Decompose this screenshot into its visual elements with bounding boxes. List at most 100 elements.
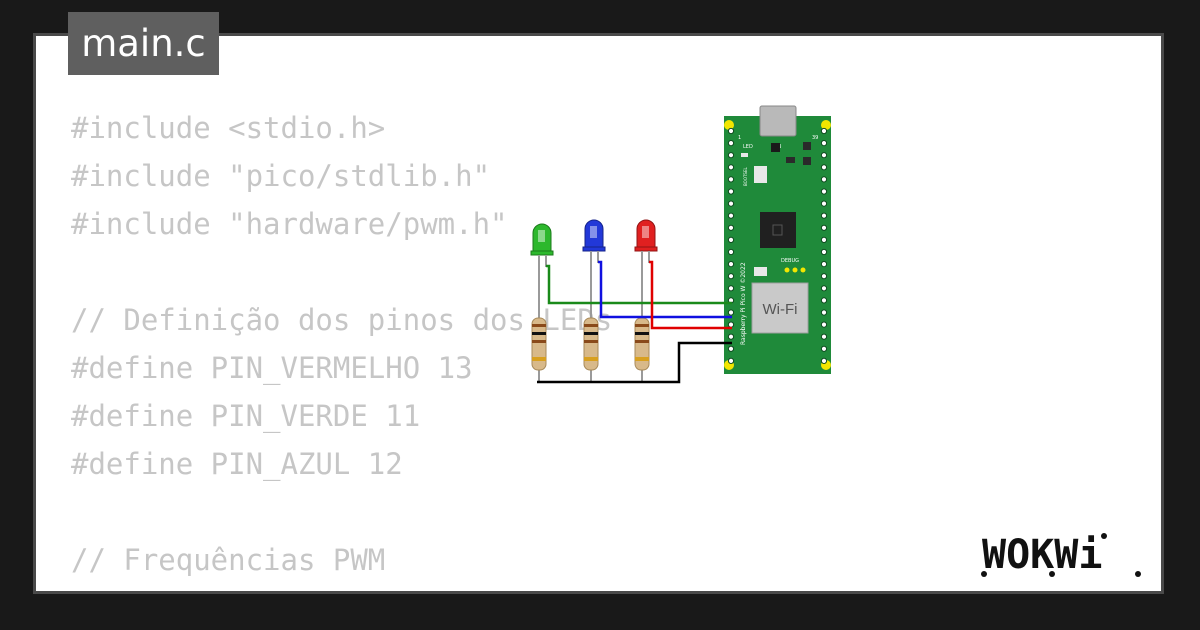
pin-hole[interactable] [727, 345, 735, 352]
code-line: #define PIN_VERDE 11 [71, 399, 421, 433]
pin-hole[interactable] [820, 321, 828, 328]
pin-hole[interactable] [727, 236, 735, 243]
red-led-highlight [642, 226, 649, 238]
pin-hole[interactable] [820, 273, 828, 280]
pin-hole[interactable] [820, 176, 828, 183]
red-led-body [636, 219, 656, 251]
red-led-flange [634, 246, 658, 252]
green-led[interactable] [530, 223, 554, 319]
pin-hole[interactable] [820, 357, 828, 364]
pin-hole[interactable] [820, 127, 828, 135]
debug-pin [784, 267, 790, 273]
mount-hole [821, 120, 831, 130]
pin-hole[interactable] [820, 224, 828, 231]
pin-hole[interactable] [727, 224, 735, 231]
raspberry-logo [772, 224, 783, 236]
resistor-green[interactable] [531, 317, 547, 382]
pin-hole[interactable] [820, 188, 828, 195]
pico-w-board[interactable]: 1 39 LED USB BOOTSEL DEBUG Raspberry Pi … [724, 105, 831, 374]
resistor-band [532, 324, 546, 327]
pin-hole[interactable] [727, 261, 735, 268]
rp2040-chip [760, 212, 796, 248]
preview-card: #include <stdio.h>#include "pico/stdlib.… [33, 33, 1164, 594]
pin-hole[interactable] [727, 164, 735, 171]
wokwi-logo-text: WOKWi [982, 532, 1102, 578]
green-led-highlight [538, 230, 545, 242]
code-line: #define PIN_VERMELHO 13 [71, 351, 473, 385]
pin-hole[interactable] [727, 285, 735, 292]
pin-hole[interactable] [820, 261, 828, 268]
pin-hole[interactable] [727, 248, 735, 256]
ground-wire[interactable] [537, 341, 732, 384]
pin-hole[interactable] [727, 188, 735, 195]
wifi-module [751, 282, 809, 334]
pin-1-label: 1 [738, 135, 741, 141]
code-preview: #include <stdio.h>#include "pico/stdlib.… [71, 104, 944, 591]
resistor-band [635, 324, 649, 327]
wifi-label: Wi-Fi [763, 301, 798, 318]
pin-hole[interactable] [727, 333, 735, 340]
pin-hole[interactable] [727, 176, 735, 183]
pin-hole[interactable] [820, 164, 828, 171]
pin-hole[interactable] [820, 200, 828, 207]
debug-label: DEBUG [781, 258, 799, 264]
logo-dot [1135, 571, 1141, 577]
smd-component [754, 267, 767, 276]
resistor-band [532, 357, 546, 361]
code-line: #include <stdio.h> [71, 111, 386, 145]
pin-hole[interactable] [727, 357, 735, 364]
pin-hole[interactable] [820, 140, 828, 147]
resistor-band [532, 340, 546, 343]
green-wire[interactable] [546, 264, 732, 305]
resistor-band [584, 324, 598, 327]
pin-hole[interactable] [727, 200, 735, 207]
red-wire[interactable] [649, 260, 732, 330]
red-led[interactable] [634, 219, 658, 319]
resistor-band [532, 332, 546, 335]
pin-hole[interactable] [727, 321, 735, 328]
blue-wire[interactable] [598, 260, 732, 319]
resistor-red[interactable] [634, 317, 650, 382]
code-line: #include "hardware/pwm.h" [71, 207, 508, 241]
logo-dot [981, 571, 987, 577]
bootsel-button[interactable] [754, 166, 767, 183]
pin-hole[interactable] [820, 297, 828, 304]
pin-hole[interactable] [820, 333, 828, 340]
resistor-band [584, 332, 598, 335]
pin-39-label: 39 [812, 135, 818, 141]
pin-hole[interactable] [820, 248, 828, 256]
green-led-flange [530, 250, 554, 256]
pin-hole[interactable] [820, 285, 828, 292]
board-name-label: Raspberry Pi Pico W ©2022 [740, 262, 747, 345]
pin-hole[interactable] [820, 309, 828, 316]
pin-hole[interactable] [820, 152, 828, 159]
resistor-band [584, 340, 598, 343]
pin-hole[interactable] [727, 152, 735, 159]
blue-led-highlight [590, 226, 597, 238]
blue-led[interactable] [582, 219, 606, 319]
logo-dot [1049, 571, 1055, 577]
right-pin-header [820, 127, 828, 364]
left-pin-header [727, 127, 735, 364]
code-line: // Frequências PWM [71, 543, 386, 577]
pin-hole[interactable] [727, 273, 735, 280]
code-line: // Definição dos pinos dos LEDs [71, 303, 613, 337]
pin-hole[interactable] [727, 309, 735, 316]
smd-chip [786, 157, 795, 163]
mount-hole [724, 120, 734, 130]
resistor-band [635, 340, 649, 343]
usb-connector [759, 105, 797, 137]
pin-hole[interactable] [820, 236, 828, 243]
green-led-body [532, 223, 552, 255]
pin-hole[interactable] [820, 212, 828, 219]
pin-hole[interactable] [727, 140, 735, 147]
pin-hole[interactable] [820, 345, 828, 352]
blue-led-body [584, 219, 604, 251]
debug-pin [792, 267, 798, 273]
pin-hole[interactable] [727, 212, 735, 219]
file-tab[interactable]: main.c [68, 12, 219, 75]
resistor-blue[interactable] [583, 317, 599, 382]
pin-hole[interactable] [727, 127, 735, 135]
code-line: #define PIN_AZUL 12 [71, 447, 403, 481]
resistor-band [635, 357, 649, 361]
